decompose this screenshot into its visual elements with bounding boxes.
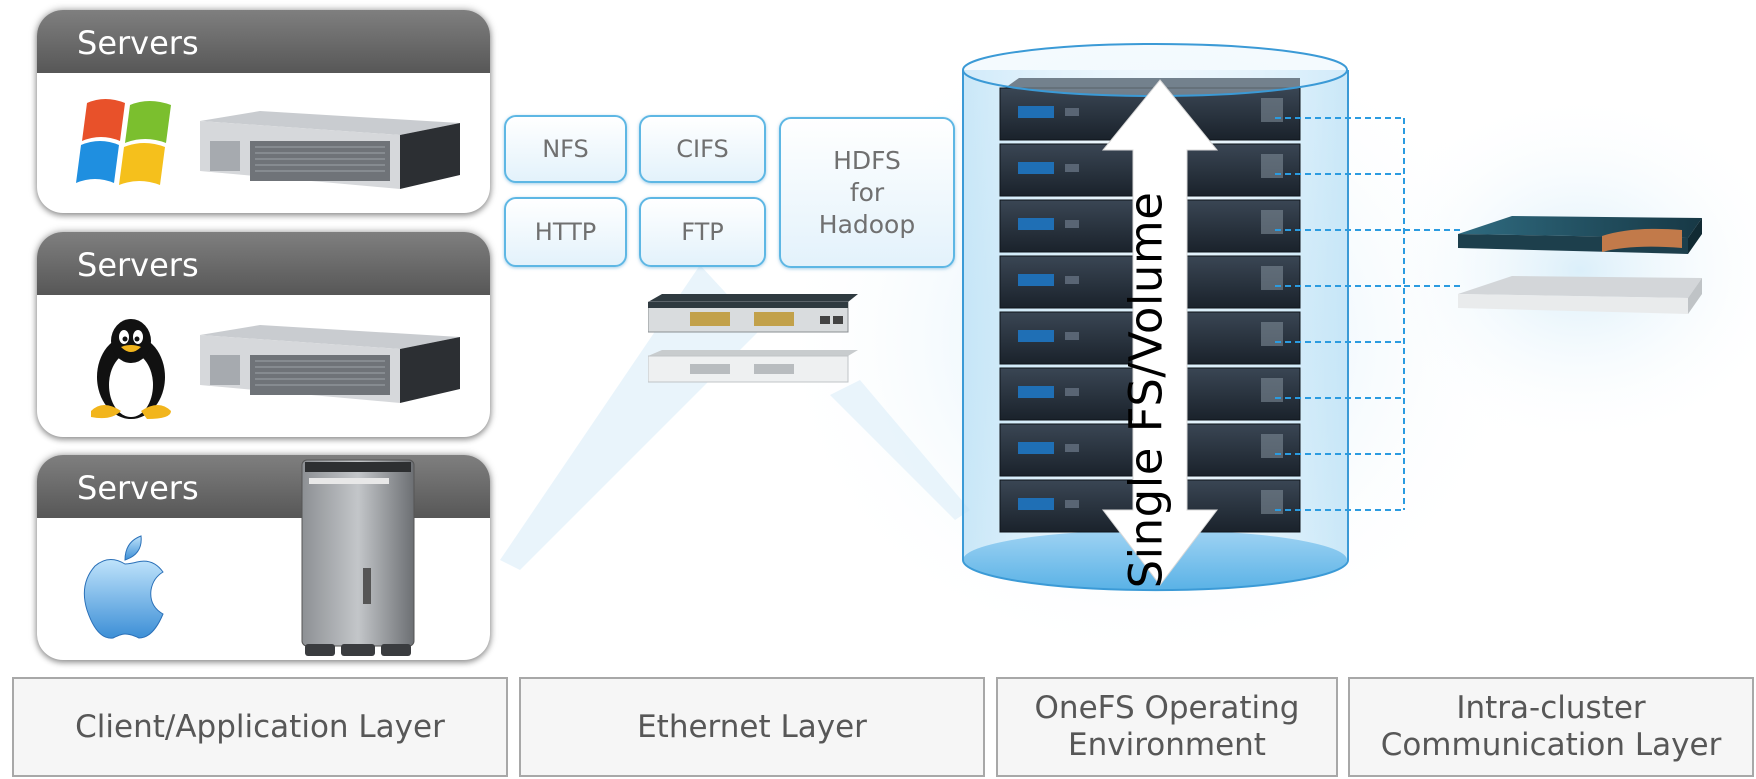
linux-tux-icon: [91, 319, 171, 419]
rack-top: [1005, 78, 1300, 88]
ethernet-switch-icon: [648, 294, 858, 383]
layer-label: Ethernet Layer: [637, 708, 867, 745]
layer-client-application: Client/Application Layer: [12, 677, 508, 777]
rack-server-icon: [200, 325, 460, 403]
servers-card-body: [37, 73, 490, 213]
protocol-nfs: NFS: [504, 115, 627, 183]
protocol-http: HTTP: [504, 197, 627, 267]
infiniband-switch-icon: [1458, 216, 1702, 314]
layer-label-line: OneFS Operating: [1034, 690, 1300, 726]
servers-card-linux: Servers: [37, 232, 490, 437]
layer-label-line: Intra-cluster: [1456, 690, 1646, 726]
layer-onefs: OneFS Operating Environment: [996, 677, 1338, 777]
protocol-hdfs-line: for: [849, 177, 885, 207]
windows-logo-icon: [76, 99, 171, 185]
protocol-cifs: CIFS: [639, 115, 766, 183]
protocol-hdfs-line: Hadoop: [818, 209, 916, 239]
servers-card-title: Servers: [37, 232, 490, 295]
layer-label-line: Communication Layer: [1380, 727, 1722, 763]
rack-server-icon: [200, 111, 460, 189]
intra-cluster-links: [1275, 117, 1460, 511]
layer-label-line: Environment: [1068, 727, 1266, 763]
tower-server-icon: [301, 459, 415, 656]
servers-card-body: [37, 295, 490, 437]
protocol-hdfs: HDFS for Hadoop: [779, 117, 955, 268]
storage-cluster: [962, 43, 1349, 592]
servers-card-body: [37, 518, 490, 660]
apple-logo-icon: [83, 535, 164, 639]
protocol-hdfs-line: HDFS: [833, 145, 901, 175]
layer-label: Client/Application Layer: [75, 708, 445, 745]
single-fs-volume-label: Single FS/Volume: [1119, 191, 1173, 589]
layer-ethernet: Ethernet Layer: [519, 677, 985, 777]
protocol-ftp: FTP: [639, 197, 766, 267]
cluster-nodes: [999, 78, 1301, 533]
layer-intra-cluster: Intra-cluster Communication Layer: [1348, 677, 1754, 777]
servers-card-windows: Servers: [37, 10, 490, 213]
servers-card-title: Servers: [37, 10, 490, 73]
